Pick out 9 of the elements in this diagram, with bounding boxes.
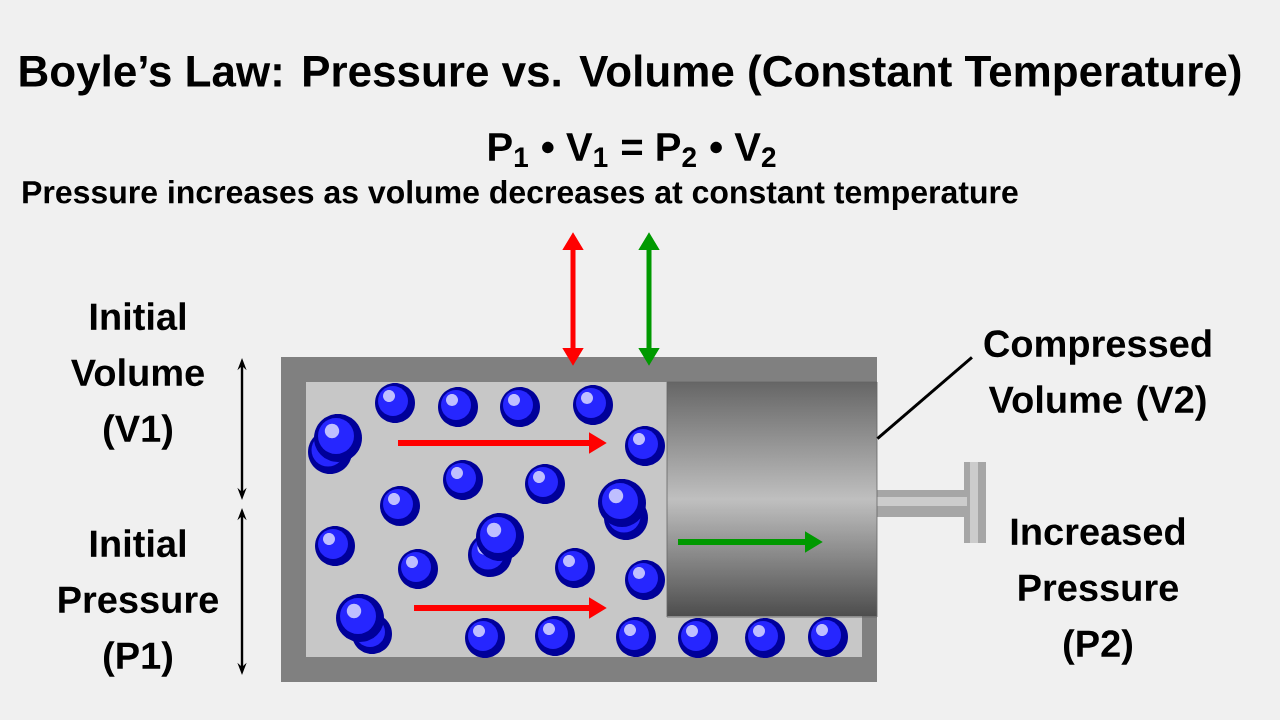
piston <box>666 381 878 618</box>
leader-line <box>876 356 973 440</box>
axis-label: Initial Volume (V1) <box>71 302 204 450</box>
formula: P$_{1}$ • V$_{1}$ = P$_{2}$ • V$_{2}$ <box>489 133 776 167</box>
axis-label: Initial Pressure (P1) <box>59 529 218 677</box>
title: Boyle’s Law: Pressure vs. Volume (Constant Temperature) <box>20 54 1241 96</box>
callout-text: Compressed Volume (V2) <box>984 329 1211 421</box>
subtitle: Pressure increases as volume decreases at constant temperature <box>23 180 1018 210</box>
callout-text: Increased Pressure (P2) <box>1011 517 1185 665</box>
